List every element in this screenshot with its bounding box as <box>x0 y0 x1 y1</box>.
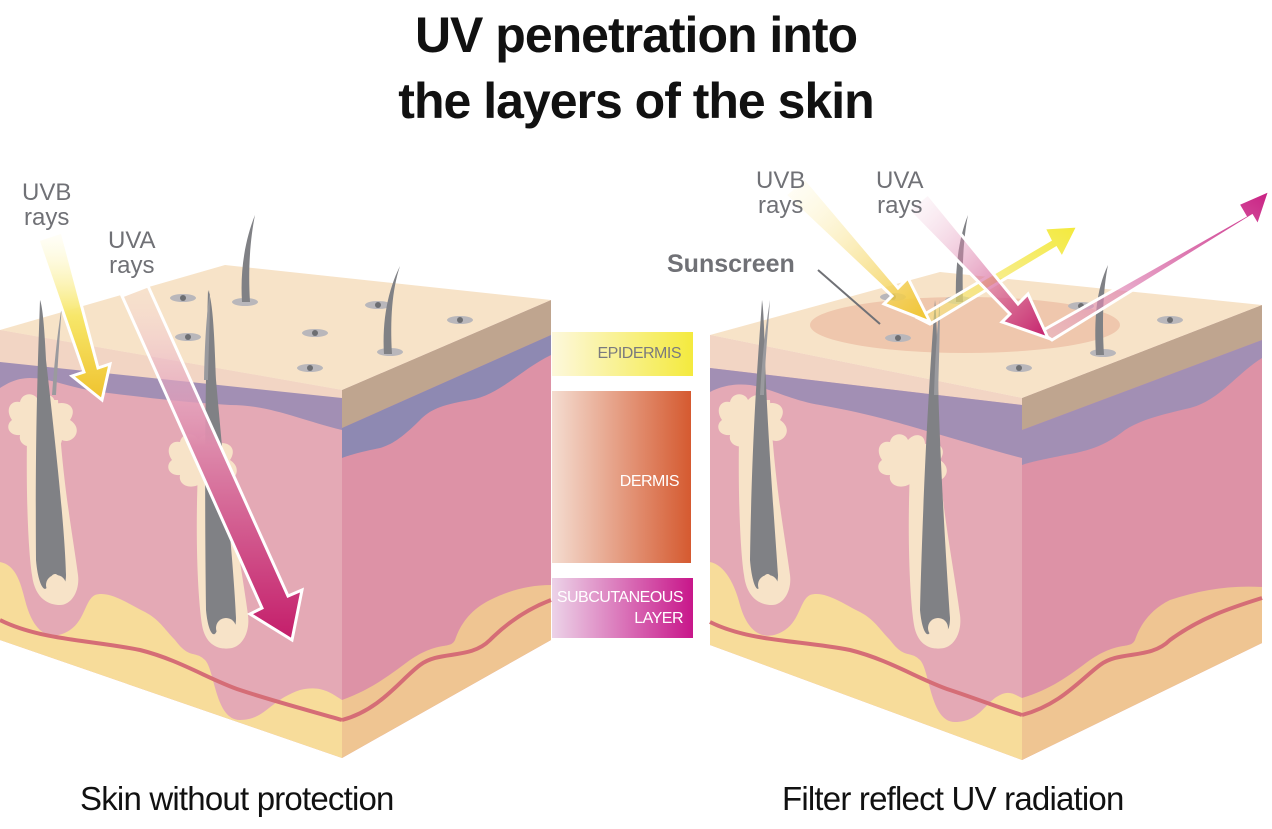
legend-subcutaneous-swatch <box>552 578 693 638</box>
legend-epidermis-swatch <box>552 332 693 376</box>
skin-block-unprotected <box>0 215 552 758</box>
left-caption: Skin without protection <box>80 780 394 817</box>
uvb-arrow-penetrating <box>36 230 113 403</box>
hair-follicle <box>878 300 961 649</box>
left-uva-label: UVA rays <box>108 227 156 279</box>
layer-legend <box>552 332 693 638</box>
hair-follicle <box>8 300 79 605</box>
hair-strand <box>241 215 255 302</box>
right-uva-label: UVA rays <box>876 167 924 219</box>
legend-epidermis-label: EPIDERMIS <box>597 345 681 362</box>
uvb-arrow-reflected <box>782 175 1081 326</box>
diagram-title-line2: the layers of the skin <box>398 73 874 129</box>
right-uvb-label: UVB rays <box>756 167 806 219</box>
sunscreen-label: Sunscreen <box>667 250 795 278</box>
right-caption: Filter reflect UV radiation <box>782 780 1124 817</box>
hair-strand <box>383 266 400 354</box>
left-uvb-label: UVB rays <box>22 179 72 231</box>
legend-subcutaneous-label: SUBCUTANEOUS LAYER <box>556 589 684 627</box>
diagram-title-line1: UV penetration into <box>414 7 858 63</box>
uva-arrow-reflected <box>905 187 1272 342</box>
legend-dermis-swatch <box>552 391 691 563</box>
sunscreen-pointer <box>817 269 881 325</box>
skin-block-protected <box>709 175 1272 760</box>
uva-arrow-penetrating <box>119 284 305 643</box>
legend-dermis-label: DERMIS <box>619 473 680 490</box>
hair-follicle <box>718 300 791 605</box>
